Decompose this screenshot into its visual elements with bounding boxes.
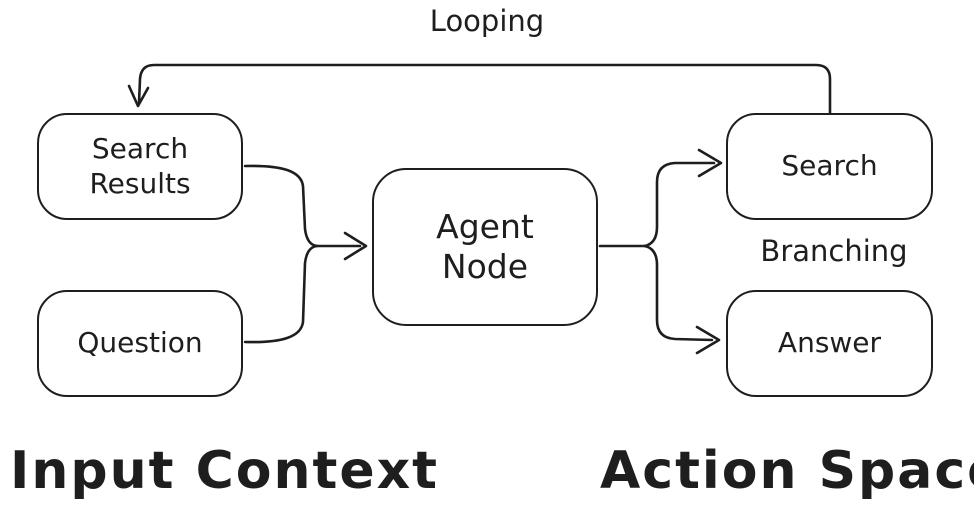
node-question-label: Question bbox=[77, 326, 203, 360]
arrowhead-right-icon bbox=[695, 325, 721, 355]
edge-agent-to-search bbox=[598, 148, 723, 248]
edge-label-branching: Branching bbox=[760, 234, 908, 268]
node-question: Question bbox=[37, 290, 243, 397]
node-agent-line1: Agent bbox=[436, 206, 534, 246]
node-answer: Answer bbox=[726, 290, 933, 397]
section-label-action-space: Action Space bbox=[600, 441, 974, 501]
node-search-results-line2: Results bbox=[89, 166, 191, 200]
node-agent: Agent Node bbox=[372, 168, 598, 326]
edge-search-results-to-agent bbox=[243, 164, 319, 248]
node-answer-label: Answer bbox=[777, 326, 882, 360]
node-agent-line2: Node bbox=[441, 247, 529, 286]
edge-loop-search-to-search-results bbox=[127, 63, 832, 115]
edge-question-to-agent bbox=[243, 231, 368, 344]
arrowhead-right-icon bbox=[343, 231, 368, 261]
node-search-results-line1: Search bbox=[91, 132, 189, 166]
node-search-results: Search Results bbox=[37, 113, 243, 220]
node-search: Search bbox=[726, 113, 933, 220]
node-search-label: Search bbox=[781, 149, 878, 183]
edge-agent-to-answer bbox=[643, 244, 721, 355]
edge-label-looping: Looping bbox=[429, 4, 545, 38]
section-label-input-context: Input Context bbox=[10, 441, 439, 501]
arrowhead-right-icon bbox=[697, 148, 723, 178]
arrowhead-down-icon bbox=[127, 84, 150, 108]
